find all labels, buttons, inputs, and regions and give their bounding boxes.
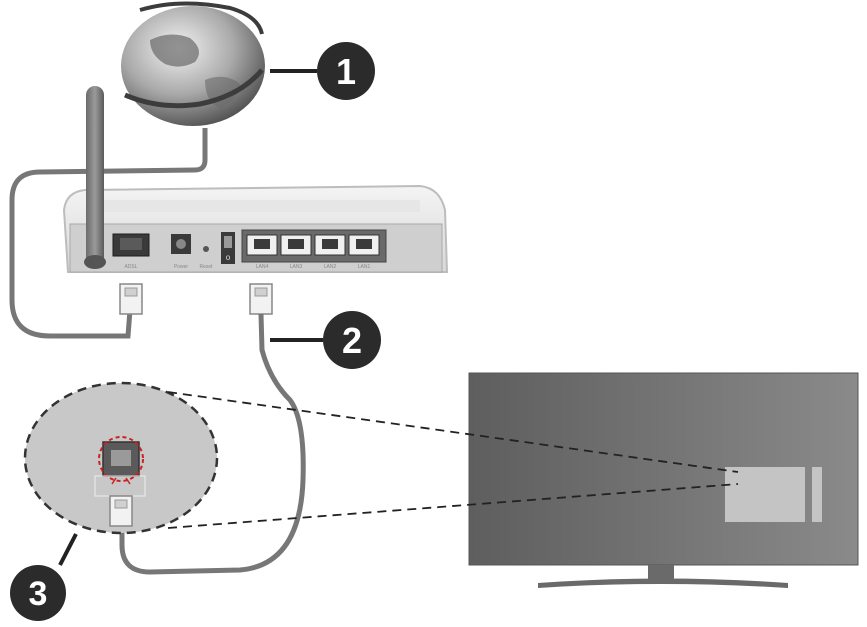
port-label-lan4: LAN4	[256, 264, 269, 270]
callout-2: 2	[270, 311, 381, 369]
reset-button	[203, 246, 209, 252]
callout-3-number: 3	[29, 575, 48, 613]
lan-port-1	[348, 234, 380, 256]
wall-socket-zoom	[23, 381, 219, 535]
lan-plug-icon	[249, 283, 273, 315]
tv-icon	[468, 372, 859, 588]
port-label-reset: Reset	[199, 264, 213, 270]
lan-port-4	[246, 234, 278, 256]
socket-plug-icon	[109, 495, 133, 527]
tv-stand-base	[538, 578, 788, 588]
zoom-line-top	[167, 391, 739, 473]
port-label-lan2: LAN2	[324, 264, 337, 270]
internet-cable	[9, 128, 208, 339]
tv-port-slot	[812, 467, 822, 522]
callout-2-number: 2	[342, 320, 362, 361]
router-icon: o ADSL Power Reset LAN4 LAN3 LAN2 LAN1	[62, 184, 449, 273]
port-label-adsl: ADSL	[124, 264, 137, 270]
port-label-lan1: LAN1	[358, 264, 371, 270]
callout-1: 1	[270, 42, 375, 100]
callout-1-number: 1	[336, 51, 356, 92]
lan-port-2	[314, 234, 346, 256]
zoom-line-bottom	[167, 483, 739, 529]
power-switch: o	[221, 232, 235, 264]
lan-cable	[119, 313, 306, 575]
port-label-power: Power	[174, 264, 189, 270]
antenna-icon	[84, 86, 106, 269]
tv-stand-neck	[648, 565, 674, 581]
power-port	[171, 234, 191, 254]
svg-text:o: o	[226, 253, 231, 262]
tv-port-panel	[725, 467, 805, 522]
port-label-lan3: LAN3	[290, 264, 303, 270]
adsl-port	[112, 233, 150, 257]
lan-port-3	[280, 234, 312, 256]
callout-3: 3	[10, 533, 78, 621]
ethernet-plug-icon	[119, 283, 143, 315]
globe-icon	[121, 1, 265, 126]
wall-socket-icon	[98, 436, 144, 485]
